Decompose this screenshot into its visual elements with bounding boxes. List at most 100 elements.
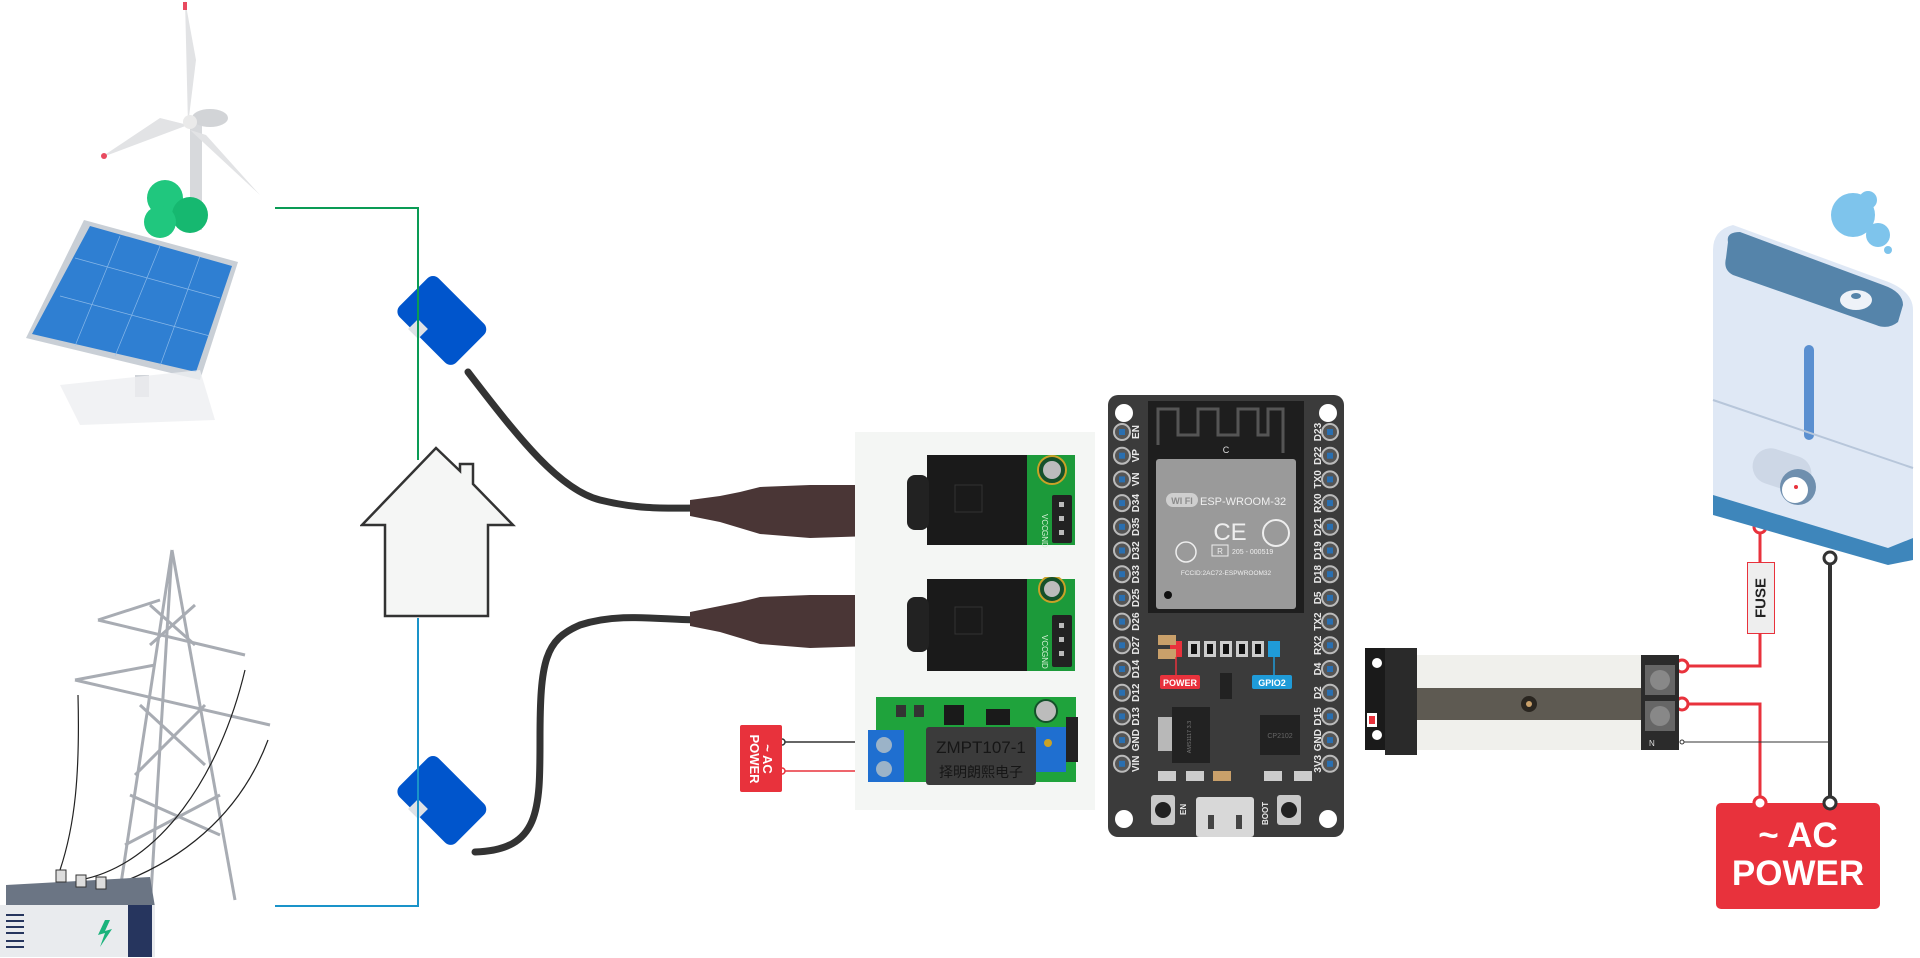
solid-state-relay[interactable]: N	[1365, 643, 1683, 755]
ce-mark: CE	[1213, 519, 1246, 546]
zmpt-chip-subtext: 择明朗熙电子	[939, 764, 1023, 780]
pin-pad	[1119, 547, 1125, 554]
ct-jack-board-2[interactable]: VCC GND	[872, 577, 1082, 677]
ac-power-large-line1: ~ AC	[1758, 816, 1838, 855]
vcc-label: VCC	[1040, 635, 1049, 652]
esp32-pin-label: D4	[1313, 662, 1324, 675]
esp32-pin-label: D18	[1313, 565, 1324, 584]
pin-pad	[1327, 452, 1333, 459]
plug-top	[690, 485, 872, 538]
esp32-pin-label: TX2	[1313, 612, 1324, 631]
plug-bottom	[690, 595, 872, 648]
esp32-pin-label: D21	[1313, 517, 1324, 536]
pin-pad	[1119, 642, 1125, 649]
pin-pad	[1119, 760, 1125, 767]
ac-power-small-line1: ~ AC	[760, 743, 775, 774]
relay-terminal-marks: N	[1649, 739, 1655, 748]
esp32-pin-label: VIN	[1131, 755, 1142, 772]
pin-pad	[1327, 594, 1333, 601]
relay-to-ac-wire	[1682, 702, 1762, 803]
ct-cable-bottom	[471, 614, 704, 856]
esp32-pin-label: EN	[1131, 425, 1142, 439]
wind-solar-icon	[26, 0, 260, 425]
zmpt-voltage-board[interactable]: ZMPT107-1 择明朗熙电子	[866, 697, 1086, 792]
fuse-label: FUSE	[1752, 577, 1770, 619]
esp32-pin-label: D26	[1131, 612, 1142, 631]
esp32-pin-label: D5	[1313, 591, 1324, 604]
vcc-label: VCC	[1040, 514, 1049, 531]
esp32-pin-label: D33	[1131, 565, 1142, 584]
esp32-pin-label: D32	[1131, 541, 1142, 560]
esp32-pin-label: RX2	[1313, 635, 1324, 655]
pin-pad	[1119, 594, 1125, 601]
pin-pad	[1327, 500, 1333, 507]
pin-pad	[1119, 737, 1125, 744]
pin-pad	[1327, 713, 1333, 720]
fcc-id: FCCID:2AC72-ESPWROOM32	[1181, 570, 1272, 577]
module-name: ESP-WROOM-32	[1200, 496, 1286, 508]
power-led-label: POWER	[1163, 678, 1198, 688]
esp32-pin-label: VN	[1131, 472, 1142, 486]
esp32-pin-label: D23	[1313, 422, 1324, 441]
ac-power-source-large: ~ AC POWER	[1716, 803, 1880, 909]
esp32-pin-label: TX0	[1313, 470, 1324, 489]
gpio2-led-label: GPIO2	[1258, 678, 1286, 688]
ac-power-large-line2: POWER	[1731, 854, 1865, 893]
esp32-pin-label: VP	[1131, 449, 1142, 463]
pin-pad	[1327, 476, 1333, 483]
usb-chip-text: CP2102	[1267, 733, 1292, 740]
pin-pad	[1327, 618, 1333, 625]
esp32-pin-label: D2	[1313, 686, 1324, 699]
grid-wire	[275, 618, 419, 907]
antenna-mark: C	[1223, 445, 1230, 455]
humidifier-icon[interactable]	[1708, 180, 1920, 565]
house-icon	[360, 446, 516, 618]
pin-pad	[1327, 760, 1333, 767]
pin-pad	[1327, 666, 1333, 672]
esp32-pin-label: GND	[1313, 729, 1324, 751]
gnd-label: GND	[1040, 651, 1049, 669]
esp32-devkit-board[interactable]: C WI FI ESP-WROOM-32 CE R 205 - 000519 F…	[1108, 395, 1344, 837]
pin-pad	[1119, 523, 1125, 530]
esp32-pin-label: D22	[1313, 446, 1324, 465]
esp32-pin-label: 3V3	[1313, 754, 1324, 772]
pin-pad	[1327, 689, 1333, 696]
reg-mark: R	[1217, 547, 1223, 556]
reg-number: 205 - 000519	[1232, 549, 1273, 556]
pin-pad	[1327, 547, 1333, 554]
boot-button-label: BOOT	[1261, 802, 1270, 825]
pin-pad	[1119, 666, 1125, 672]
esp32-pin-label: RX0	[1313, 493, 1324, 513]
pin-pad	[1119, 452, 1125, 459]
ac-terminals	[1752, 795, 1838, 811]
pin-pad	[1119, 713, 1125, 720]
regulator-text: AMS1117 3.3	[1187, 721, 1193, 754]
esp32-pin-label: GND	[1131, 729, 1142, 751]
esp32-pin-label: D19	[1313, 541, 1324, 560]
pin-pad	[1327, 571, 1333, 578]
esp32-pin-label: D35	[1131, 517, 1142, 536]
zmpt-chip-text: ZMPT107-1	[936, 738, 1026, 757]
gnd-label: GND	[1040, 530, 1049, 548]
pin-pad	[1119, 618, 1125, 625]
fuse[interactable]: FUSE	[1747, 562, 1775, 634]
ct-jack-board-1[interactable]: VCC GND	[872, 450, 1082, 550]
power-grid-icon	[0, 549, 271, 957]
ct-clamp-grid[interactable]	[378, 750, 488, 865]
en-button-label: EN	[1179, 804, 1188, 815]
ac-power-small-line2: POWER	[747, 733, 762, 784]
pin-pad	[1327, 523, 1333, 530]
ct-clamp-renewable[interactable]	[378, 270, 488, 385]
esp32-pin-label: D13	[1131, 707, 1142, 726]
esp32-pin-label: D15	[1313, 707, 1324, 726]
esp32-pin-label: D25	[1131, 588, 1142, 607]
esp32-pin-label: D27	[1131, 636, 1142, 655]
pin-pad	[1119, 429, 1125, 435]
ct-cable-top	[464, 368, 704, 512]
ac-power-source-small: ~ AC POWER	[740, 725, 782, 792]
esp32-pin-label: D12	[1131, 683, 1142, 702]
wifi-logo: WI FI	[1171, 496, 1193, 506]
pin-pad	[1327, 737, 1333, 744]
esp32-pin-label: D34	[1131, 493, 1142, 512]
